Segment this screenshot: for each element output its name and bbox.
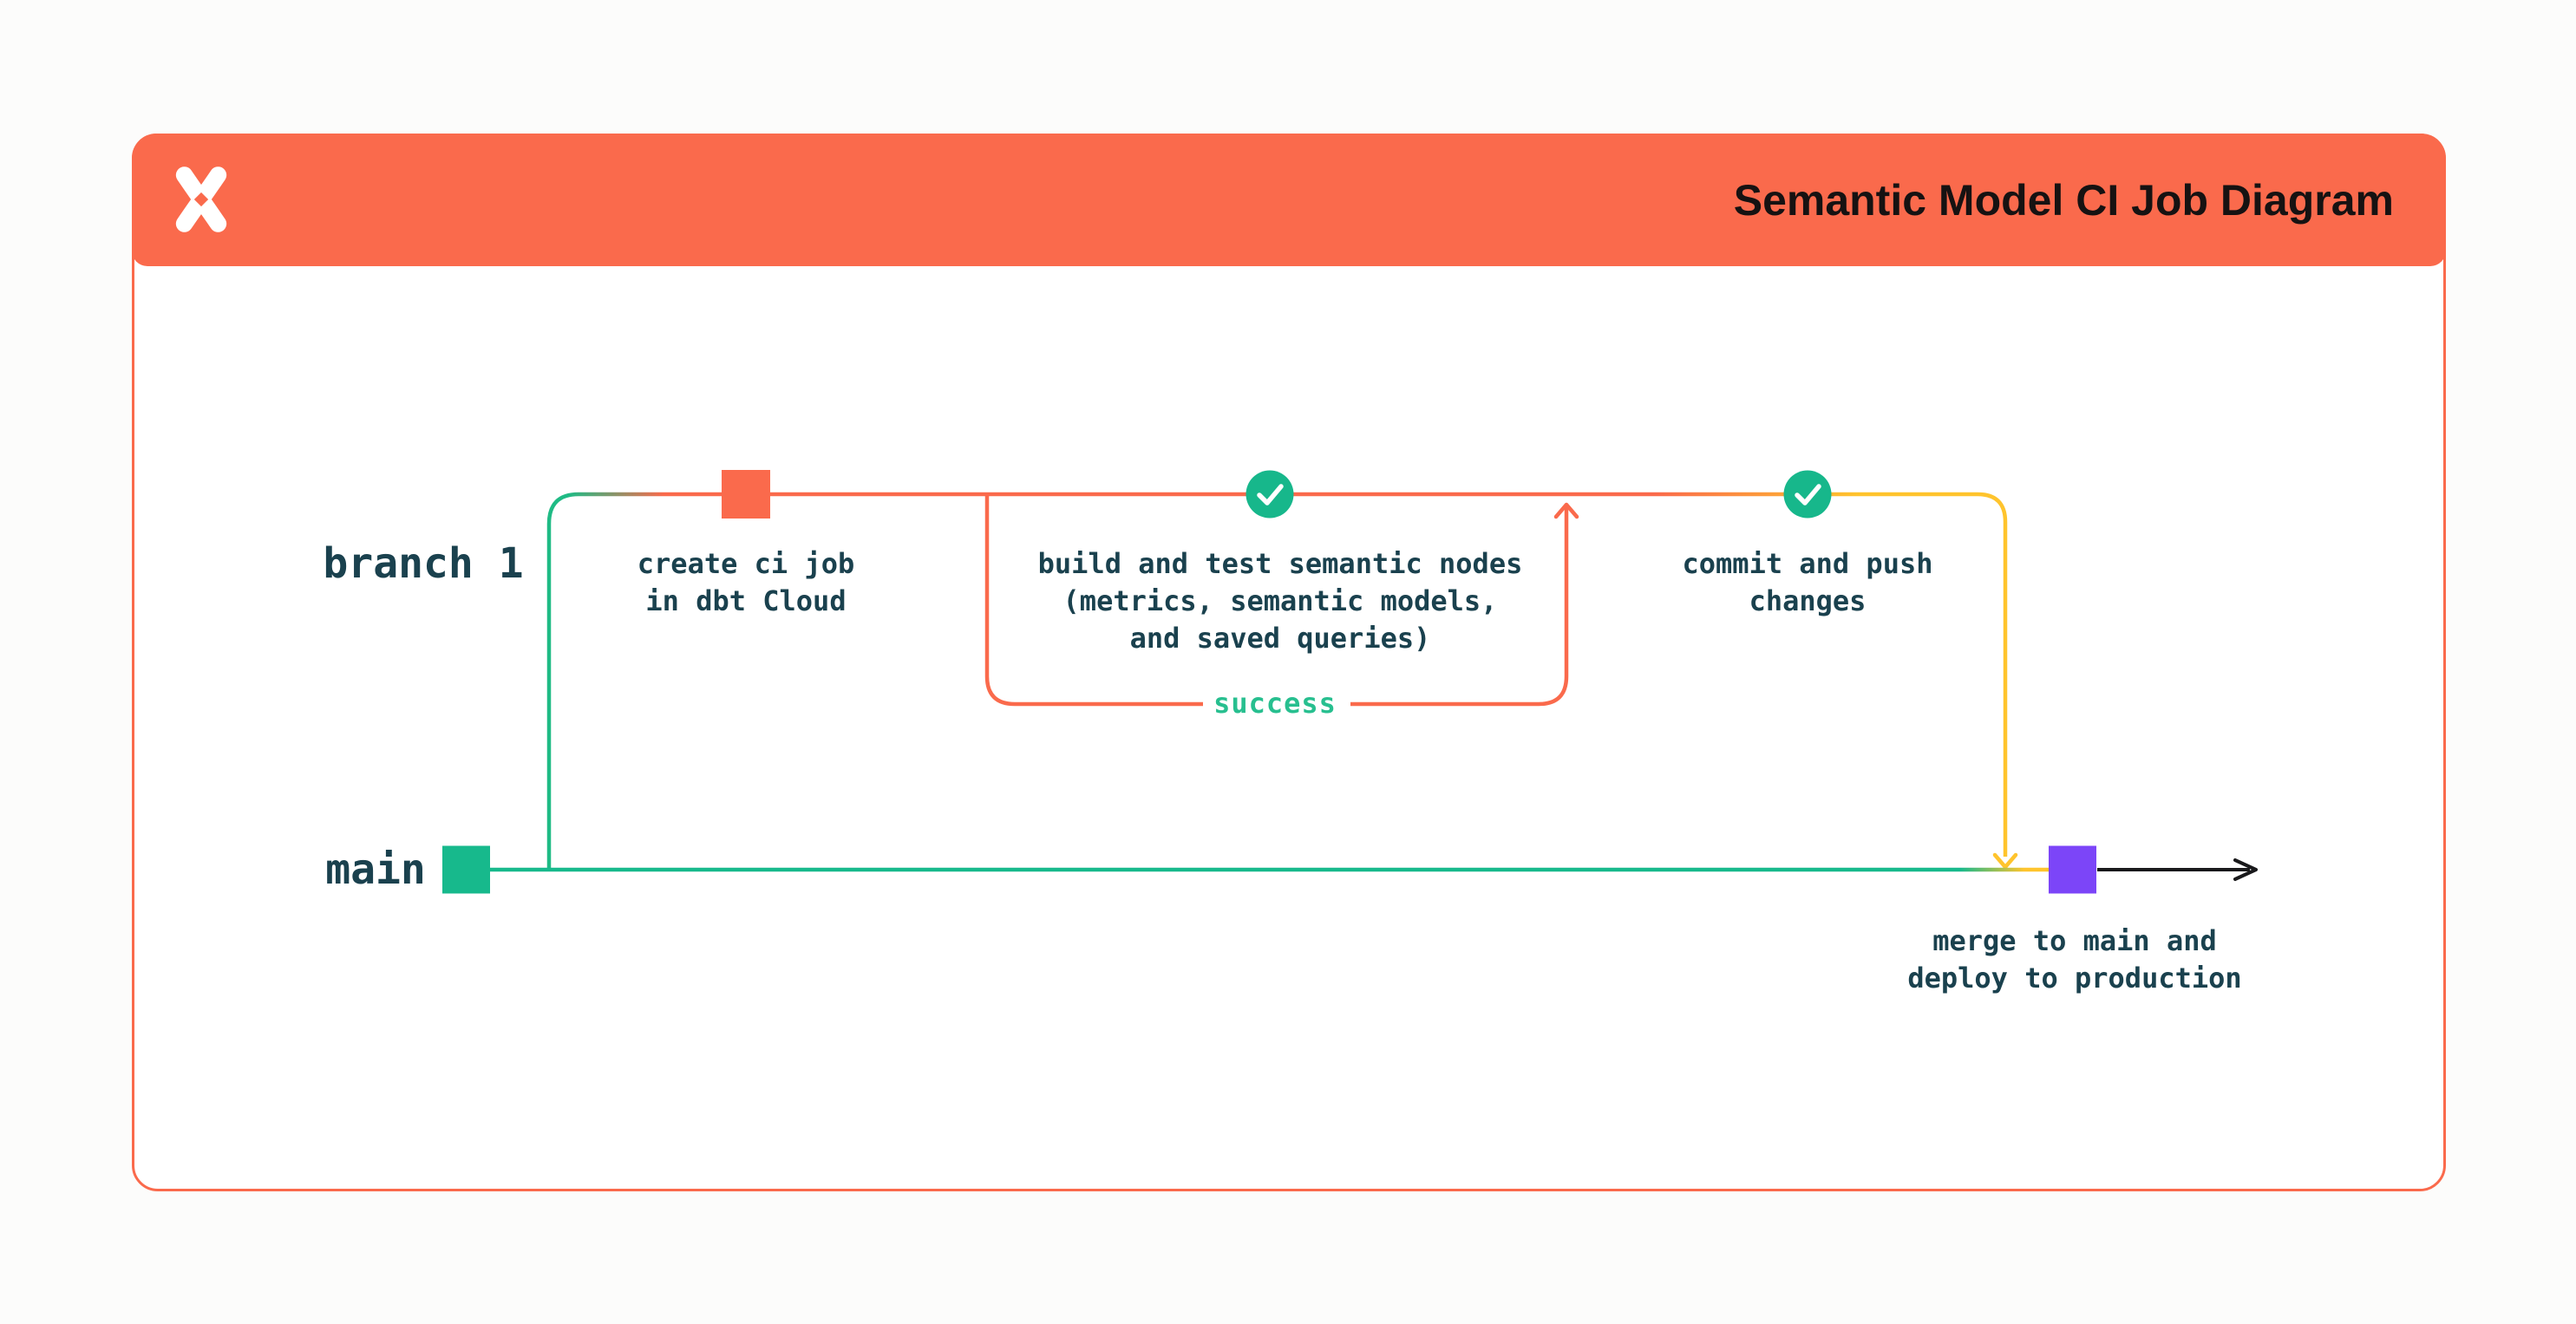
create-ci-job-commit-square (722, 470, 770, 519)
success-label: success (1213, 687, 1337, 720)
diagram-card: Semantic Model CI Job Diagram (132, 134, 2446, 1191)
commit-push-label: commit and push changes (1682, 547, 1933, 617)
production-arrowhead-icon (2233, 858, 2258, 881)
build-test-label: build and test semantic nodes (metrics, … (1037, 547, 1523, 655)
success-loop-arrowhead-icon (1553, 502, 1579, 519)
branch-1-label: branch 1 (323, 539, 524, 588)
main-label: main (325, 845, 426, 894)
merge-down-arrowhead-icon (1992, 852, 2018, 870)
check-mark-icon (1257, 484, 1284, 505)
build-test-check-icon (1246, 470, 1294, 519)
merge-deploy-label: merge to main and deploy to production (1907, 924, 2242, 995)
merge-commit-square (2049, 845, 2096, 894)
success-loop-line (984, 495, 1569, 707)
page-title: Semantic Model CI Job Diagram (1733, 175, 2394, 225)
create-ci-job-label: create ci job in dbt Cloud (637, 547, 855, 617)
dbt-logo-icon (175, 166, 227, 232)
check-mark-icon (1795, 484, 1821, 505)
main-start-commit-square (442, 845, 490, 894)
commit-push-check-icon (1783, 470, 1832, 519)
header-bar: Semantic Model CI Job Diagram (132, 134, 2446, 266)
